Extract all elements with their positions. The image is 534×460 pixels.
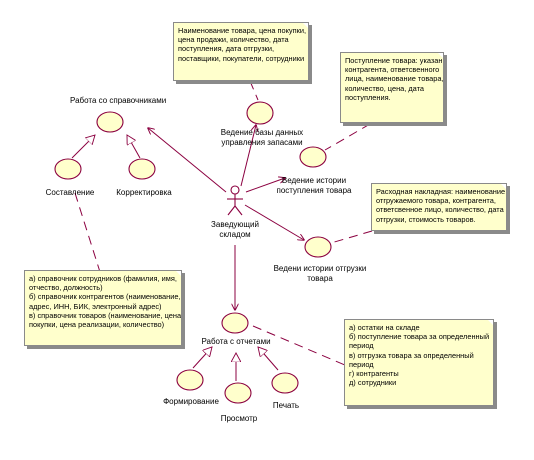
actor-icon[interactable] bbox=[227, 185, 243, 216]
usecase-ref[interactable] bbox=[96, 111, 124, 133]
usecase-receipt-label: Ведение истории поступления товара bbox=[276, 176, 352, 195]
note-reports: а) остатки на складе б) поступление това… bbox=[344, 319, 494, 406]
usecase-ref-label: Работа со справочниками bbox=[70, 96, 167, 105]
assoc-ref bbox=[148, 128, 227, 193]
usecase-rep-view-label: Просмотр bbox=[220, 414, 258, 423]
note-ref: а) справочник сотрудников (фамилия, имя,… bbox=[24, 270, 182, 346]
usecase-ref-edit[interactable] bbox=[128, 158, 156, 180]
note-db: Наименование товара, цена покупки, цена … bbox=[173, 22, 309, 81]
usecase-rep-print-label: Печать bbox=[272, 401, 300, 410]
anchor-db bbox=[249, 80, 259, 101]
usecase-rep-form[interactable] bbox=[176, 369, 204, 391]
note-shipment: Расходная накладная: наименование отгруж… bbox=[371, 183, 507, 231]
usecase-reports-label: Работа с отчетами bbox=[201, 337, 271, 346]
usecase-ref-edit-label: Корректировка bbox=[116, 188, 172, 197]
usecase-shipment[interactable] bbox=[304, 236, 332, 258]
note-receipt: Поступление товара: указание контрагента… bbox=[340, 52, 444, 123]
usecase-db-label: Ведение базы данных управления запасами bbox=[220, 128, 304, 147]
usecase-rep-view[interactable] bbox=[224, 382, 252, 404]
gen-rep-print bbox=[258, 347, 279, 371]
anchor-ref bbox=[74, 192, 101, 273]
usecase-shipment-label: Ведени истории отгрузки товара bbox=[273, 264, 367, 283]
usecase-receipt[interactable] bbox=[299, 146, 327, 168]
usecase-reports[interactable] bbox=[221, 312, 249, 334]
gen-rep-form bbox=[192, 347, 212, 369]
gen-ref-create bbox=[71, 135, 95, 159]
usecase-ref-create[interactable] bbox=[54, 158, 82, 180]
usecase-db[interactable] bbox=[246, 101, 274, 125]
actor-label: Заведующий складом bbox=[211, 220, 259, 239]
assoc-shipment bbox=[244, 204, 304, 240]
anchor-receipt bbox=[324, 123, 371, 151]
assoc-receipt bbox=[245, 178, 285, 193]
usecase-rep-form-label: Формирование bbox=[163, 397, 219, 406]
usecase-rep-print[interactable] bbox=[271, 372, 299, 394]
usecase-ref-create-label: Составление bbox=[45, 188, 95, 197]
gen-ref-edit bbox=[127, 135, 141, 159]
anchor-reports bbox=[252, 325, 353, 369]
assoc-db bbox=[240, 125, 256, 187]
anchor-shipment bbox=[330, 230, 373, 244]
